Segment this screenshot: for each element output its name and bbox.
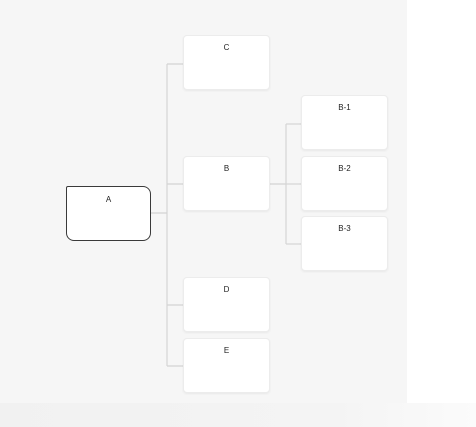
connector-lines — [150, 63, 302, 367]
diagram-canvas[interactable]: A C B D E B-1 B-2 B-3 — [0, 0, 407, 403]
node-e[interactable]: E — [183, 338, 270, 393]
node-d[interactable]: D — [183, 277, 270, 332]
node-b1[interactable]: B-1 — [301, 95, 388, 150]
node-b[interactable]: B — [183, 156, 270, 211]
node-a[interactable]: A — [66, 186, 151, 241]
node-b3[interactable]: B-3 — [301, 216, 388, 271]
node-d-label: D — [223, 285, 230, 294]
node-b3-label: B-3 — [338, 224, 351, 233]
node-b2[interactable]: B-2 — [301, 156, 388, 211]
node-a-label: A — [105, 195, 112, 204]
node-b2-label: B-2 — [338, 164, 351, 173]
bottom-bar — [0, 403, 476, 427]
node-c-label: C — [223, 43, 230, 52]
node-e-label: E — [223, 346, 230, 355]
node-b1-label: B-1 — [338, 103, 351, 112]
node-b-label: B — [223, 164, 230, 173]
node-c[interactable]: C — [183, 35, 270, 90]
